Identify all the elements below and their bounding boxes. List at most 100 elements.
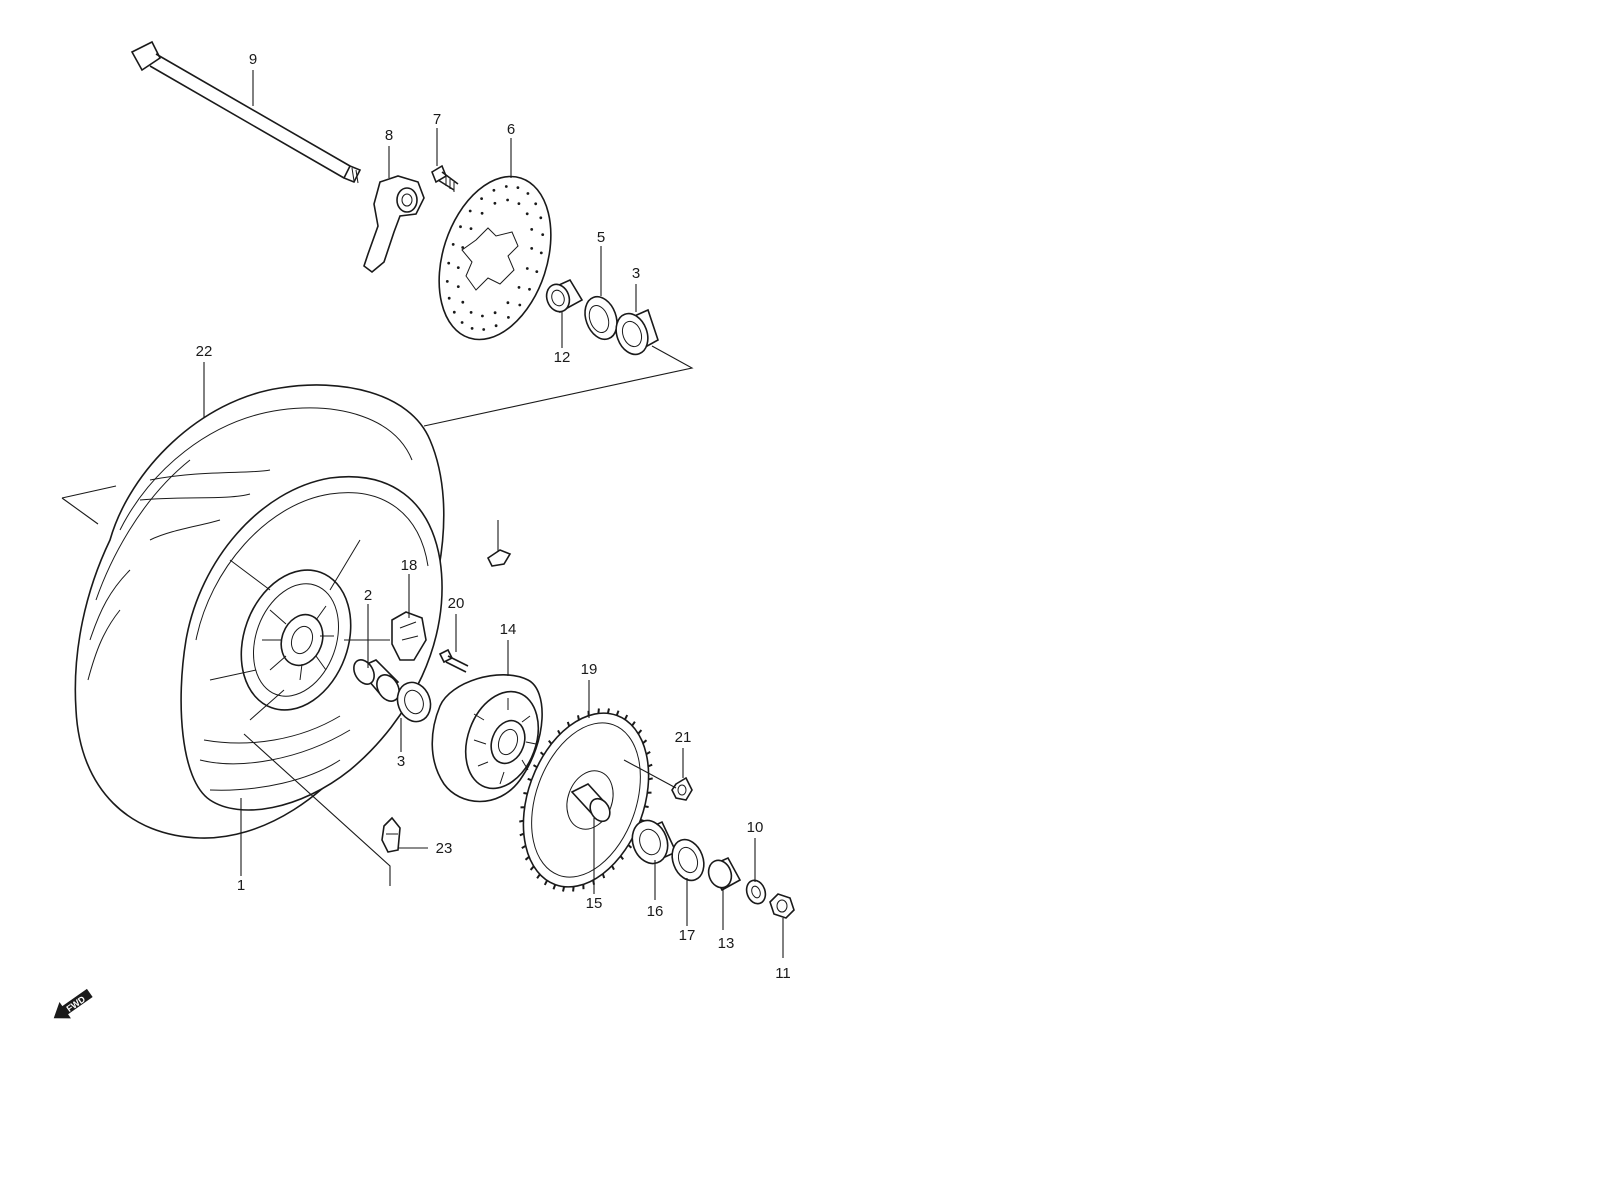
callout-1: 1: [237, 877, 245, 894]
balance-weight-part: [488, 550, 510, 566]
disc-hole: [453, 311, 456, 314]
callout-12: 13: [718, 935, 735, 952]
disc-hole: [448, 297, 451, 300]
sprocket-tooth: [537, 874, 540, 878]
disc-hole: [493, 189, 496, 192]
sprocket-tooth: [649, 778, 653, 779]
disc-hole: [527, 192, 530, 195]
bearing-part-upper: [611, 309, 658, 359]
sprocket-tooth: [522, 846, 526, 848]
brake-disc-part: [420, 162, 571, 354]
disc-hole: [446, 280, 449, 283]
disc-hole: [480, 197, 483, 200]
disc-hole: [518, 304, 521, 307]
sprocket-tooth: [523, 793, 527, 794]
bolt-part: [432, 166, 458, 192]
disc-hole: [461, 321, 464, 324]
sprocket-tooth: [558, 730, 560, 734]
callout-2: 2: [364, 587, 372, 604]
disc-hole: [507, 316, 510, 319]
sprocket-tooth: [531, 866, 534, 870]
sprocket-tooth: [545, 880, 547, 885]
disc-hole: [481, 212, 484, 215]
sprocket-oil-seal-part: [667, 835, 710, 885]
callout-14: 15: [586, 895, 603, 912]
callout-10: 11: [775, 965, 791, 982]
callout-6: 7: [433, 111, 441, 128]
callout-21: 22: [196, 343, 213, 360]
disc-hole: [526, 212, 529, 215]
sprocket-tooth: [632, 722, 635, 726]
sprocket-tooth: [541, 752, 544, 755]
axle-nut-part: [770, 894, 794, 918]
disc-hole: [517, 186, 520, 189]
disc-hole: [507, 301, 510, 304]
disc-hole: [495, 324, 498, 327]
disc-hole: [469, 210, 472, 213]
disc-hole: [471, 327, 474, 330]
sprocket-tooth: [612, 866, 614, 870]
sprocket-tooth: [625, 715, 627, 720]
sprocket-tooth: [578, 715, 579, 720]
callout-7: 8: [385, 127, 393, 144]
sprocket-tooth: [598, 709, 599, 714]
callout-9: 10: [747, 819, 764, 836]
disc-hole: [526, 267, 529, 270]
callout-19: 20: [448, 595, 465, 612]
disc-hole: [461, 246, 464, 249]
sprocket-tooth: [638, 730, 641, 734]
callout-20: 21: [675, 729, 692, 746]
axle-part: [132, 42, 360, 183]
disc-hole: [530, 247, 533, 250]
callout-11: 12: [554, 349, 571, 366]
callout-3-upper: 3: [632, 265, 640, 282]
callout-22: 23: [436, 840, 453, 857]
sprocket-tooth: [568, 722, 569, 726]
disc-hole: [461, 301, 464, 304]
washer-part: [743, 878, 768, 907]
disc-hole: [530, 228, 533, 231]
sprocket-tooth: [563, 887, 564, 892]
tire-valve-part: [382, 818, 400, 852]
sprocket-tooth: [519, 821, 523, 822]
callout-4: 5: [597, 229, 605, 246]
disc-hole: [539, 216, 542, 219]
disc-hole: [535, 270, 538, 273]
disc-hole: [540, 252, 543, 255]
callout-18: 19: [581, 661, 598, 678]
sprocket-tooth: [628, 845, 631, 848]
sprocket-tooth: [526, 857, 530, 860]
sprocket-nut-part: [672, 778, 692, 800]
disc-hole: [482, 328, 485, 331]
sprocket-tooth: [617, 711, 619, 716]
sprocket-tooth: [534, 765, 538, 767]
sprocket-tooth: [549, 741, 552, 744]
disc-hole: [447, 262, 450, 265]
sprocket-tooth: [603, 874, 604, 878]
disc-hole: [452, 243, 455, 246]
callout-16: 17: [679, 927, 696, 944]
disc-hole: [518, 286, 521, 289]
axle-spacer-part: [705, 857, 740, 891]
callout-15: 16: [647, 903, 664, 920]
spacer-part: [543, 280, 582, 315]
stud-bolt-part: [440, 650, 468, 672]
wheel-assembly: [75, 385, 443, 838]
callout-8: 9: [249, 51, 257, 68]
disc-hole: [518, 202, 521, 205]
callout-17: 18: [401, 557, 418, 574]
disc-hole: [459, 225, 462, 228]
sprocket-tooth: [608, 709, 609, 714]
disc-hole: [505, 185, 508, 188]
disc-hole: [457, 285, 460, 288]
disc-hole: [541, 233, 544, 236]
disc-hole: [528, 288, 531, 291]
disc-hole: [457, 266, 460, 269]
sprocket-tooth: [645, 806, 649, 807]
sprocket-tooth: [573, 887, 574, 892]
sprocket-tooth: [646, 752, 650, 754]
callout-3-lower: 3: [397, 753, 405, 770]
forward-arrow-icon: FWD: [48, 985, 96, 1027]
